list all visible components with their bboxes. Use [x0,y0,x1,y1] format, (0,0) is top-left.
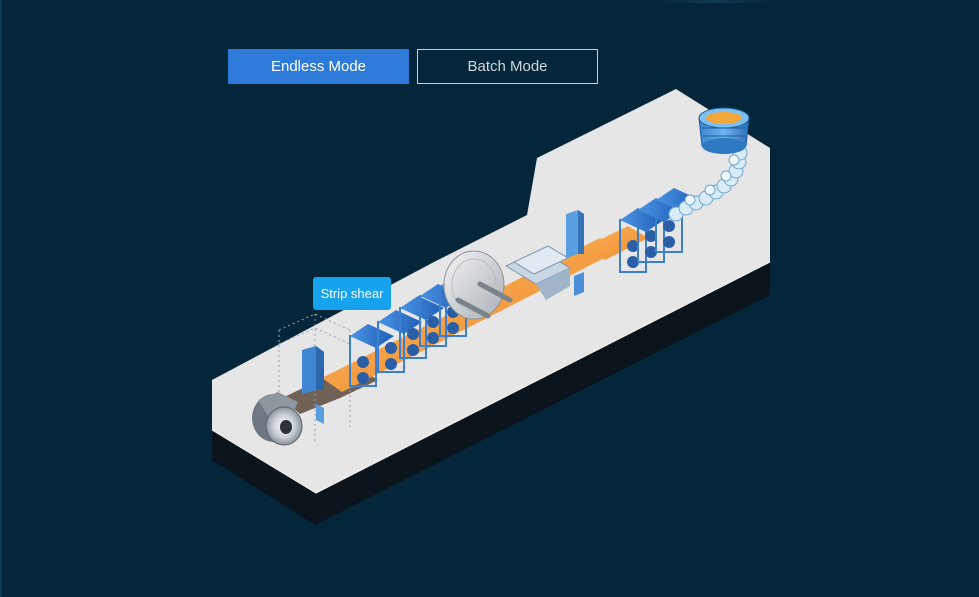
tab-batch-mode[interactable]: Batch Mode [417,49,598,84]
floor-edge-highlight [211,261,771,494]
strip-shear [302,346,324,424]
mode-tab-group: Endless Mode Batch Mode [228,49,598,84]
top-divider [655,0,775,3]
roughing-shear [566,210,584,296]
disc-saw-icon [443,250,513,320]
tab-endless-mode[interactable]: Endless Mode [228,49,409,84]
frame-edge [0,0,2,597]
strip-segment-caster [585,226,648,260]
roller-table [504,245,572,300]
coil-icon [252,392,303,446]
mill-stand-1 [349,324,394,387]
strip-shear-callout[interactable]: Strip shear [313,277,391,310]
tundish-icon [698,107,750,154]
rough-stand-1 [619,208,664,273]
mill-stand-3 [399,296,444,359]
